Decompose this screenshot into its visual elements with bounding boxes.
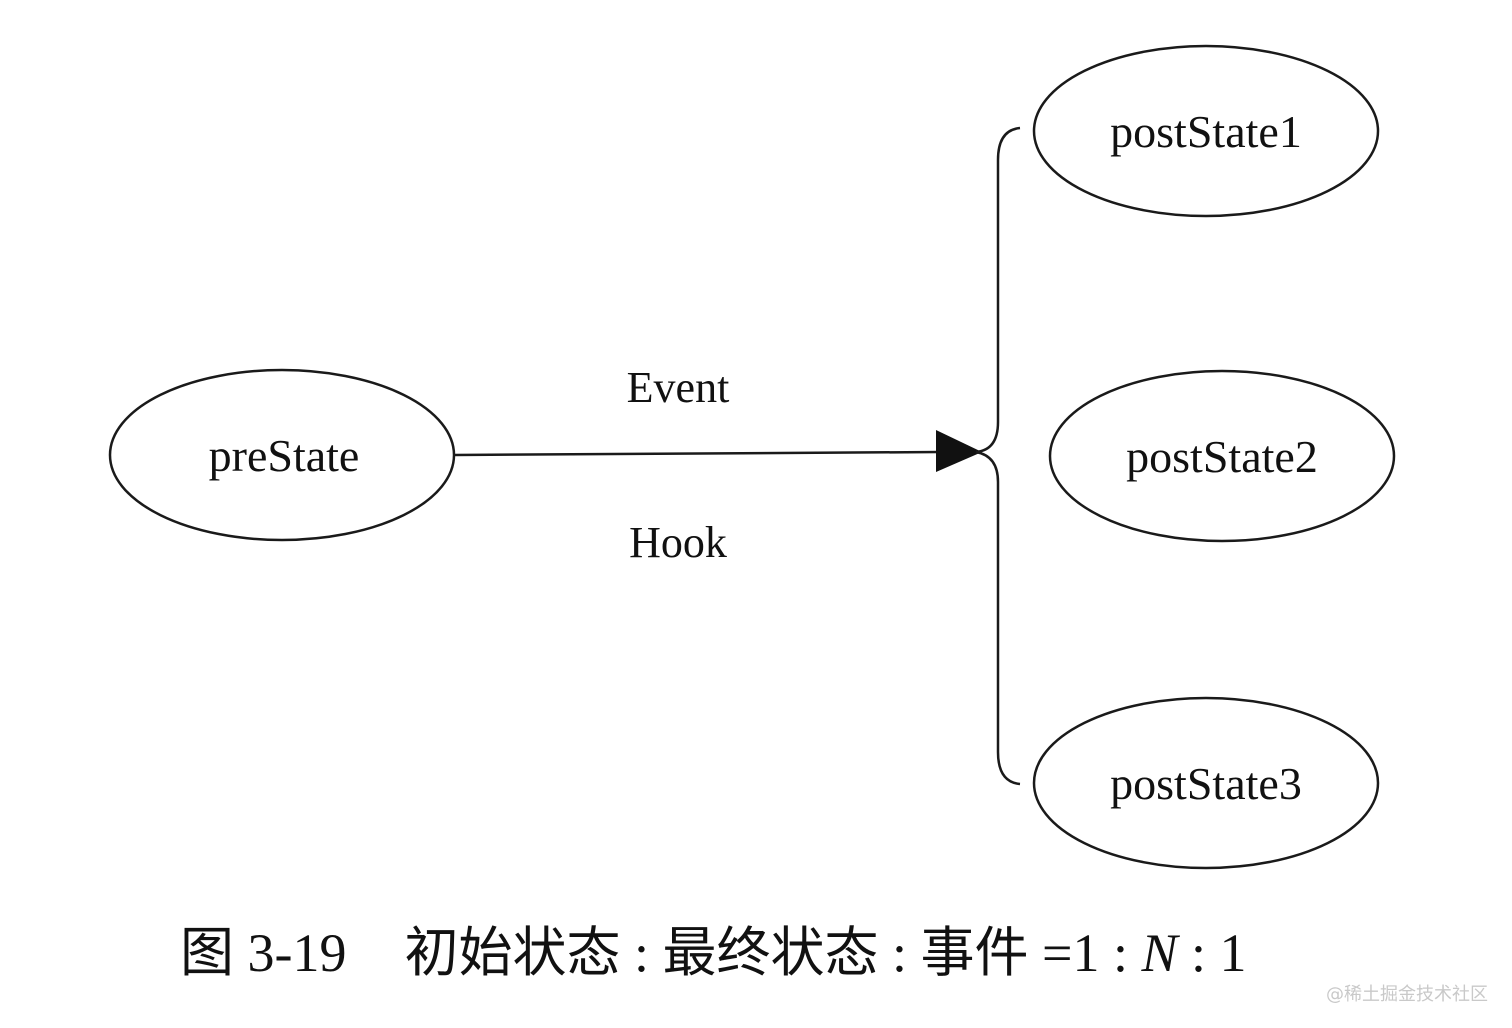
node-poststate3-shape <box>1032 696 1380 870</box>
node-poststate2: postState2 <box>1048 369 1396 543</box>
edge-label-event: Event <box>627 363 730 412</box>
node-poststate1-label: postState1 <box>1110 106 1302 157</box>
node-prestate: preState <box>108 368 456 542</box>
transition-edge-line <box>453 450 941 457</box>
figure-number: 图 3-19 <box>180 923 347 983</box>
node-poststate3: postState3 <box>1032 696 1380 870</box>
caption-italic-n: N <box>1141 923 1178 983</box>
figure-caption: 图 3-19 初始状态 : 最终状态 : 事件 =1 : N : 1 <box>0 908 1512 987</box>
watermark: @稀土掘金技术社区 <box>1326 984 1488 1005</box>
node-poststate1: postState1 <box>1032 44 1380 218</box>
node-poststate1-shape <box>1032 44 1380 218</box>
transition-arrowhead <box>936 430 982 472</box>
edge-label-hook: Hook <box>629 518 727 567</box>
caption-text-prefix: 初始状态 : 最终状态 : 事件 =1 : <box>404 923 1142 983</box>
node-poststate3-label: postState3 <box>1110 758 1302 809</box>
node-poststate2-label: postState2 <box>1126 431 1318 482</box>
node-prestate-label: preState <box>209 430 360 481</box>
branch-brace <box>975 126 1021 786</box>
node-poststate2-shape <box>1048 369 1396 543</box>
caption-text-suffix: : 1 <box>1177 923 1247 983</box>
